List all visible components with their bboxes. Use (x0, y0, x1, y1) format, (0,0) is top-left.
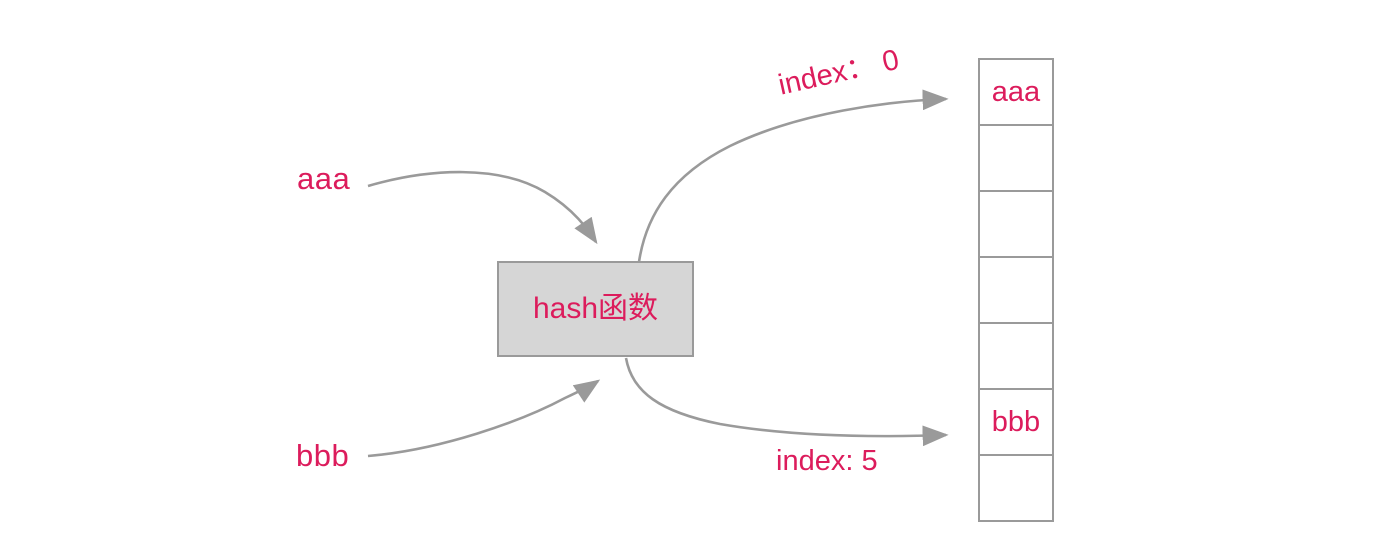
bucket-cell-6 (980, 456, 1052, 522)
bucket-cell-1 (980, 126, 1052, 192)
bucket-value-0: aaa (991, 75, 1041, 108)
input-key-aaa: aaa (297, 161, 351, 196)
bucket-cell-2 (980, 192, 1052, 258)
bucket-cell-5: bbb (980, 390, 1052, 456)
arrow-bbb-to-hash (367, 379, 601, 458)
arrow-aaa-to-hash (367, 170, 598, 245)
bucket-cell-3 (980, 258, 1052, 324)
edge-label-index-5: index: 5 (776, 445, 878, 477)
bucket-array: aaa bbb (978, 58, 1054, 522)
arrow-hash-to-bucket-0 (637, 89, 949, 263)
hash-function-label: hash函数 (532, 292, 659, 325)
bucket-cell-4 (980, 324, 1052, 390)
bucket-cell-0: aaa (980, 60, 1052, 126)
input-key-bbb: bbb (296, 438, 350, 473)
hash-function-box: hash函数 (497, 261, 694, 357)
arrow-hash-to-bucket-5 (624, 357, 949, 447)
bucket-value-5: bbb (991, 405, 1041, 438)
